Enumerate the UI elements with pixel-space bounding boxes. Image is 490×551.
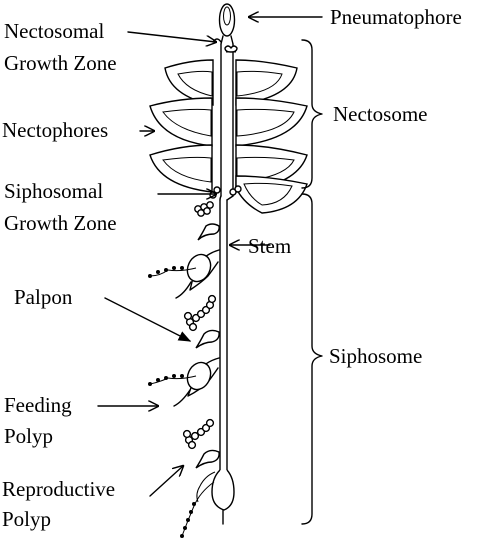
siphosomal-growth-buds (194, 185, 242, 217)
nectosomal-arrow (127, 31, 216, 42)
label-nectosome: Nectosome (333, 102, 427, 126)
nectosome-brace (301, 39, 323, 189)
cormidium-2 (148, 329, 220, 407)
organism (148, 3, 308, 538)
pointer-arrows (97, 17, 323, 497)
label-nectosomal-line2: Growth Zone (4, 51, 117, 75)
gonophore-cluster-2 (182, 418, 215, 450)
label-nectophores: Nectophores (2, 118, 108, 142)
labels: Pneumatophore Nectosomal Growth Zone Nec… (2, 5, 462, 531)
nectophores (149, 59, 308, 214)
label-nectosomal-line1: Nectosomal (4, 19, 104, 43)
label-siphosomal-line2: Growth Zone (4, 211, 117, 235)
stem-line (219, 43, 234, 471)
label-stem: Stem (248, 234, 291, 258)
reproductive-polyp-arrow (149, 466, 183, 497)
label-feeding-line2: Polyp (4, 424, 53, 448)
label-siphosomal-line1: Siphosomal (4, 179, 103, 203)
siphosome-brace (301, 193, 323, 525)
cormidium-3 (180, 449, 235, 538)
cormidium-1 (148, 223, 220, 299)
nectosomal-growth-buds (212, 38, 238, 53)
label-pneumatophore: Pneumatophore (330, 5, 462, 29)
label-palpon: Palpon (14, 285, 73, 309)
label-siphosome: Siphosome (329, 344, 422, 368)
palpon-arrow (104, 297, 192, 342)
gonophore-cluster-1 (183, 294, 217, 332)
pneumatophore-float (218, 3, 236, 45)
label-feeding-line1: Feeding (4, 393, 72, 417)
label-reproductive-line2: Polyp (2, 507, 51, 531)
label-reproductive-line1: Reproductive (2, 477, 115, 501)
